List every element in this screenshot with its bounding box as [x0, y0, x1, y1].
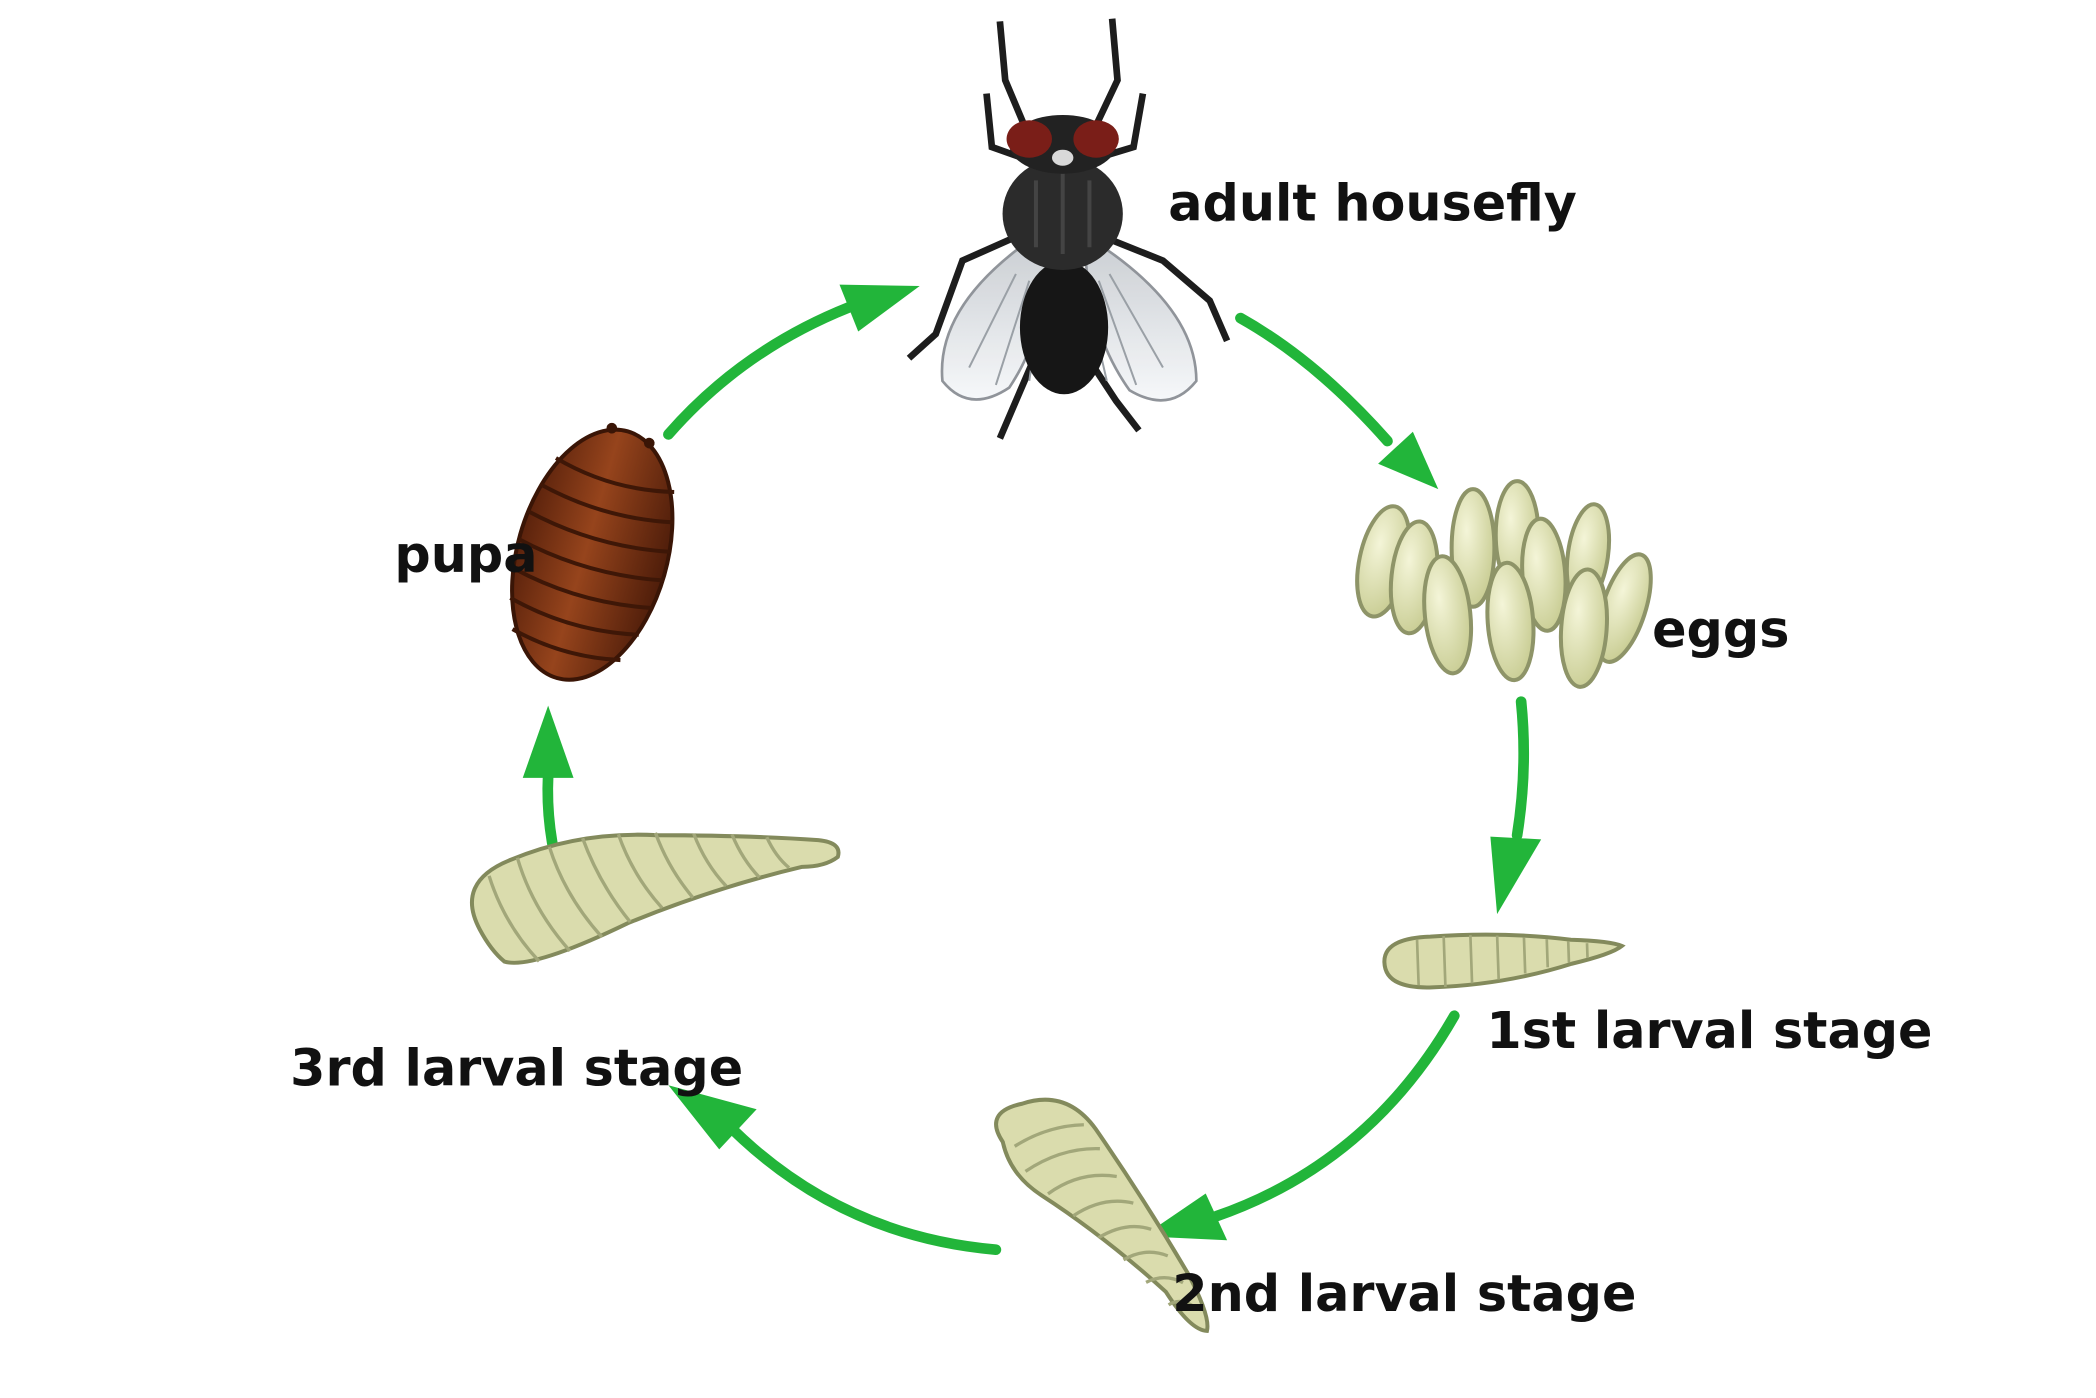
label-2nd-larval-stage: 2nd larval stage [1172, 1264, 1636, 1323]
label-adult-housefly: adult housefly [1168, 174, 1577, 233]
arrow-pupa-to-adult [663, 284, 920, 440]
larva-icon [994, 1097, 1210, 1333]
arrow-larva1-to-larva2 [1142, 1010, 1460, 1241]
pupa-icon [509, 422, 675, 682]
larva-icon [470, 832, 841, 965]
arrow-adult-to-eggs [1235, 312, 1439, 490]
label-pupa: pupa [394, 525, 537, 584]
cycle-arrows [522, 284, 1542, 1255]
arrow-eggs-to-larva1 [1490, 696, 1542, 915]
larva-icon [1382, 932, 1626, 990]
eggs-icon [1355, 479, 1653, 689]
label-3rd-larval-stage: 3rd larval stage [290, 1038, 743, 1097]
label-eggs: eggs [1652, 600, 1789, 659]
housefly-icon [906, 18, 1231, 440]
label-1st-larval-stage: 1st larval stage [1486, 1001, 1932, 1060]
arrow-larva2-to-larva3 [668, 1085, 1002, 1255]
